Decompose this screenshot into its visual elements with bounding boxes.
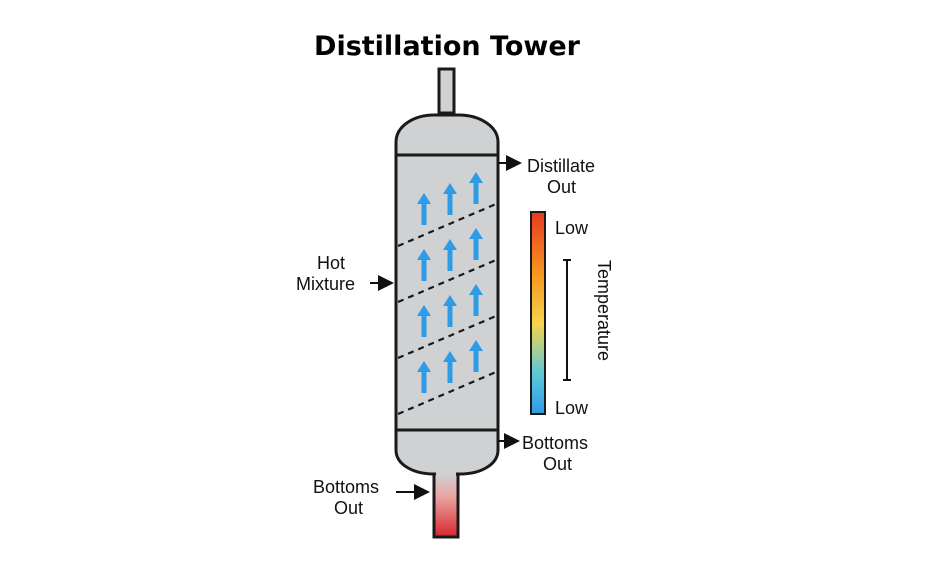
temperature-bracket [563,259,571,381]
vapor-arrow-icon [417,193,431,204]
tray-line [397,258,497,304]
tower-vessel [394,113,500,476]
temperature-bottom-label: Low [555,398,589,418]
vapor-arrow-icon [417,305,431,316]
tray-line [397,202,497,248]
temperature-gradient-bar [530,211,546,415]
vapor-arrow-icon [443,183,457,194]
temperature-axis-label: Temperature [594,260,614,361]
hot-mixture-label-2: Mixture [296,274,355,294]
bottoms-left-label-2: Out [334,498,363,518]
distillate-label-1: Distillate [527,156,595,176]
bottom-pipe [432,472,460,539]
vapor-arrow-icon [469,284,483,295]
bottoms-right-label-2: Out [543,454,572,474]
vapor-arrow-icon [469,228,483,239]
dashed-trays [397,202,497,416]
bottoms-right-label-1: Bottoms [522,433,588,453]
top-pipe [437,67,456,115]
vapor-arrow-icon [469,172,483,183]
tray-line [397,370,497,416]
vapor-arrow-icon [417,361,431,372]
vapor-arrow-icon [443,295,457,306]
tray-line [397,314,497,360]
vapor-arrow-icon [417,249,431,260]
page-title: Distillation Tower [314,31,581,62]
vapor-arrow-icon [469,340,483,351]
hot-mixture-label-1: Hot [317,253,345,273]
temperature-top-label: Low [555,218,589,238]
distillate-label-2: Out [547,177,576,197]
vapor-arrows [417,172,483,393]
bottoms-left-label-1: Bottoms [313,477,379,497]
vapor-arrow-icon [443,351,457,362]
vapor-arrow-icon [443,239,457,250]
